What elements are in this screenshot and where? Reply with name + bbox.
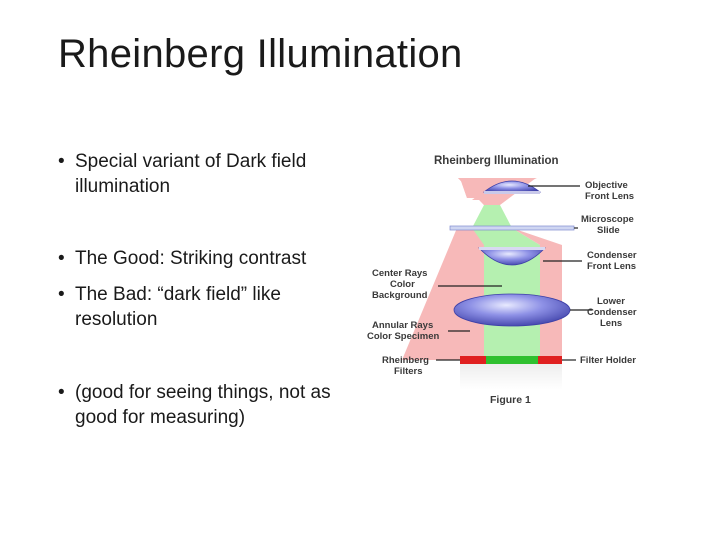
bullet-text: (good for seeing things, not as good for… (75, 382, 331, 428)
label-filter-holder: Filter Holder (580, 355, 636, 366)
right-labels: Objective Front Lens Microscope Slide Co… (528, 180, 637, 366)
filter-green (486, 356, 538, 364)
annular-rays-mid-right (512, 228, 562, 245)
filter-holder (460, 364, 562, 390)
rheinberg-diagram: Rheinberg Illumination (362, 150, 662, 415)
label-lower-condenser-1: Lower (597, 296, 625, 307)
label-objective-2: Front Lens (585, 191, 634, 202)
figure-caption: Figure 1 (490, 394, 531, 406)
center-cone-upper (472, 205, 512, 228)
label-lower-condenser-3: Lens (600, 318, 622, 329)
label-condenser-front-2: Front Lens (587, 261, 636, 272)
bullet-text: Special variant of Dark field illuminati… (75, 151, 307, 197)
bullet-text: The Bad: “dark field” like resolution (75, 284, 281, 330)
diagram-title: Rheinberg Illumination (434, 155, 559, 167)
objective-lens-base (484, 191, 540, 194)
label-filters-2: Filters (394, 366, 423, 377)
bullet-text: The Good: Striking contrast (75, 248, 307, 269)
bullet-marker: • (58, 248, 65, 269)
label-filters-1: Rheinberg (382, 355, 429, 366)
label-annular-rays-2: Color Specimen (367, 331, 440, 342)
label-center-rays-2: Color (390, 279, 415, 290)
left-labels: Center Rays Color Background Annular Ray… (367, 268, 502, 377)
label-slide-1: Microscope (581, 214, 634, 225)
annular-rays-upper-left (458, 178, 500, 205)
bullet-list: • Special variant of Dark field illumina… (58, 149, 358, 430)
annular-rays-mid-left (460, 228, 484, 245)
label-center-rays-3: Background (372, 290, 428, 301)
label-annular-rays-1: Annular Rays (372, 320, 433, 331)
label-objective-1: Objective (585, 180, 628, 191)
label-slide-2: Slide (597, 225, 620, 236)
slide-title: Rheinberg Illumination (58, 32, 463, 76)
bullet-item-dark-field: • Special variant of Dark field illumina… (58, 149, 358, 199)
bullet-item-good: • The Good: Striking contrast (58, 246, 358, 271)
filter-red-right (538, 356, 562, 364)
bullet-marker: • (58, 284, 65, 305)
bullet-item-bad: • The Bad: “dark field” like resolution (58, 282, 358, 332)
center-cone-mid (472, 228, 540, 245)
condenser-front-lens-top (479, 247, 545, 250)
bullet-item-note: • (good for seeing things, not as good f… (58, 380, 358, 430)
rheinberg-diagram-svg: Rheinberg Illumination (367, 155, 637, 406)
diagram-mask (482, 178, 492, 179)
label-condenser-front-1: Condenser (587, 250, 637, 261)
label-center-rays-1: Center Rays (372, 268, 427, 279)
bullet-marker: • (58, 382, 65, 403)
lower-condenser-lens (453, 293, 571, 327)
ray-regions-clean (458, 178, 562, 360)
label-lower-condenser-2: Condenser (587, 307, 637, 318)
filter-red-left (460, 356, 486, 364)
microscope-slide (449, 225, 575, 231)
bullet-marker: • (58, 151, 65, 172)
